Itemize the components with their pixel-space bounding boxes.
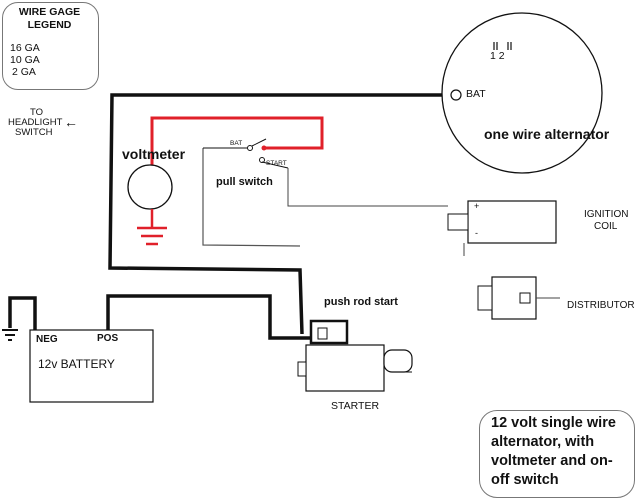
battery-ground-icon: [2, 329, 18, 341]
battery-icon: [29, 329, 154, 403]
headlight-arrow-icon: ←: [64, 114, 78, 130]
starter-label: STARTER: [331, 400, 380, 412]
pull-switch-start-label: START: [266, 160, 287, 167]
coil-feed-wire: [287, 168, 448, 207]
legend-item-16ga: 16 GA: [10, 42, 40, 54]
push-rod-start-button: [309, 319, 349, 345]
alternator-plug-icon: [493, 42, 512, 50]
pull-switch-icon: [203, 138, 289, 169]
pull-switch-red-terminal: [261, 145, 267, 151]
legend-title-line2: LEGEND: [27, 19, 72, 31]
wire-gage-legend: [2, 2, 99, 90]
battery-neg-label: NEG: [36, 334, 58, 345]
battery-positive-cable: [106, 294, 318, 340]
legend-title: WIRE GAGE LEGEND: [2, 6, 97, 32]
distributor-cap-block: [477, 285, 493, 311]
distributor-label: DISTRIBUTOR: [567, 300, 635, 311]
voltmeter-ground-icon: [137, 209, 167, 246]
legend-item-10ga: 10 GA: [10, 54, 40, 66]
push-rod-label: push rod start: [324, 296, 398, 308]
alternator-bat-label: BAT: [466, 88, 486, 100]
pull-switch-bat-label: BAT: [230, 140, 243, 147]
ignition-coil-icon: [467, 200, 557, 244]
coil-label-ignition: IGNITION: [584, 209, 629, 220]
caption-box: [479, 410, 635, 498]
battery-ground-wire: [8, 296, 37, 330]
alternator-terminal-numbers: 1 2: [490, 50, 505, 62]
diagram-caption: 12 volt single wire alternator, with vol…: [491, 415, 616, 488]
pull-switch-label: pull switch: [216, 176, 273, 188]
headlight-label-to: TO: [30, 107, 44, 118]
main-feed-wire: [108, 93, 452, 335]
coil-label-coil: COIL: [594, 221, 618, 232]
alternator-label: one wire alternator: [484, 126, 610, 142]
distributor-terminal: [519, 292, 531, 304]
voltmeter-red-wire: [150, 116, 324, 165]
switch-ground-wire: [202, 148, 301, 247]
legend-title-line1: WIRE GAGE: [18, 6, 81, 18]
voltmeter-label: voltmeter: [122, 146, 186, 162]
starter-mount-icon: [297, 361, 307, 377]
headlight-label-headlight: HEADLIGHT: [8, 117, 63, 128]
headlight-label-switch: SWITCH: [15, 127, 53, 138]
alternator-icon: [441, 12, 603, 174]
coil-minus-label: -: [475, 228, 478, 238]
coil-terminal-block: [447, 213, 469, 231]
legend-item-2ga: 2 GA: [12, 66, 36, 78]
battery-label: 12v BATTERY: [38, 357, 115, 371]
alternator-bat-terminal: [450, 89, 462, 101]
starter-motor-icon: [305, 344, 385, 392]
starter-front-icon: [383, 349, 413, 373]
coil-plus-label: +: [474, 201, 480, 211]
voltmeter-gauge-icon: [127, 164, 173, 210]
push-rod-terminal: [317, 327, 328, 340]
battery-pos-label: POS: [97, 333, 119, 344]
